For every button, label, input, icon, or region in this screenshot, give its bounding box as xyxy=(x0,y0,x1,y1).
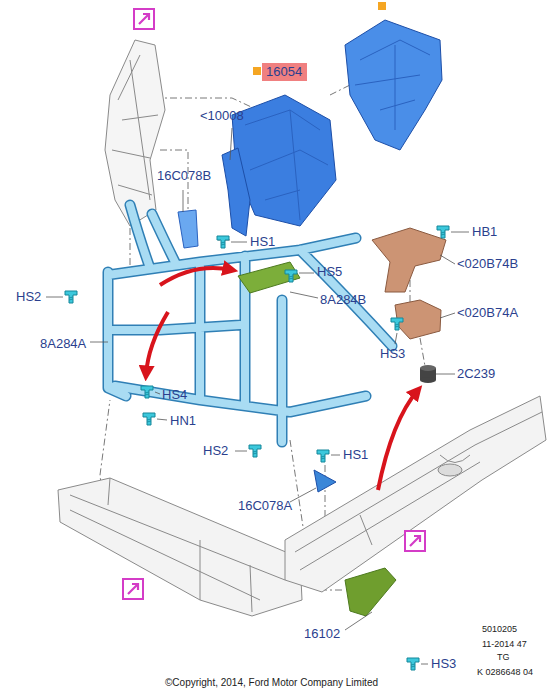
marker-square xyxy=(378,2,386,10)
callout-number: HS3 xyxy=(380,346,405,361)
callout-leaders xyxy=(46,128,469,664)
reference-icon xyxy=(405,531,425,551)
small-bracket xyxy=(222,148,250,236)
callout-number: 16C078A xyxy=(238,498,292,513)
bumper-beam xyxy=(58,478,302,616)
callout-number: HS2 xyxy=(203,443,228,458)
callout-number: 5010205 xyxy=(482,624,517,635)
marker-square xyxy=(253,67,261,75)
callout-number: 8A284B xyxy=(320,292,366,307)
radiator-support xyxy=(108,205,392,442)
part-number-box: 16054 xyxy=(262,63,307,81)
blue-panel xyxy=(345,20,442,150)
green-bracket xyxy=(345,568,396,616)
reference-icon xyxy=(134,9,154,29)
callout-number: HB1 xyxy=(472,224,497,239)
callout-number: 16102 xyxy=(304,626,340,641)
callout-number: HN1 xyxy=(170,413,196,428)
part-number: 16054 xyxy=(266,64,303,79)
red-arrows xyxy=(146,268,418,490)
frame-rail xyxy=(285,396,546,592)
fasteners xyxy=(65,226,449,670)
callout-number: HS3 xyxy=(431,656,456,671)
callout-number: TG xyxy=(497,652,510,663)
callout-number: HS2 xyxy=(16,289,41,304)
callout-number: HS4 xyxy=(162,387,187,402)
callout-number: <020B74B xyxy=(457,256,518,271)
callout-number: 11-2014 47 xyxy=(482,639,527,650)
small-bracket xyxy=(178,210,198,248)
reference-icon xyxy=(123,579,143,599)
small-bracket xyxy=(314,470,336,492)
callout-number: K 0286648 04 xyxy=(477,667,533,678)
grey-bracket xyxy=(105,40,165,226)
callout-number: 2C239 xyxy=(457,366,495,381)
callout-number: HS5 xyxy=(317,264,342,279)
callout-number: ©Copyright, 2014, Ford Motor Company Lim… xyxy=(165,677,378,689)
callout-number: 16C078B xyxy=(157,168,211,183)
green-bracket xyxy=(238,262,300,293)
callout-number: 8A284A xyxy=(40,336,86,351)
brown-brackets xyxy=(372,228,446,339)
callout-number: HS1 xyxy=(250,234,275,249)
rubber-bushing xyxy=(420,365,436,383)
callout-number: HS1 xyxy=(343,447,368,462)
callout-number: <10008 xyxy=(200,108,244,123)
callout-number: <020B74A xyxy=(457,305,518,320)
